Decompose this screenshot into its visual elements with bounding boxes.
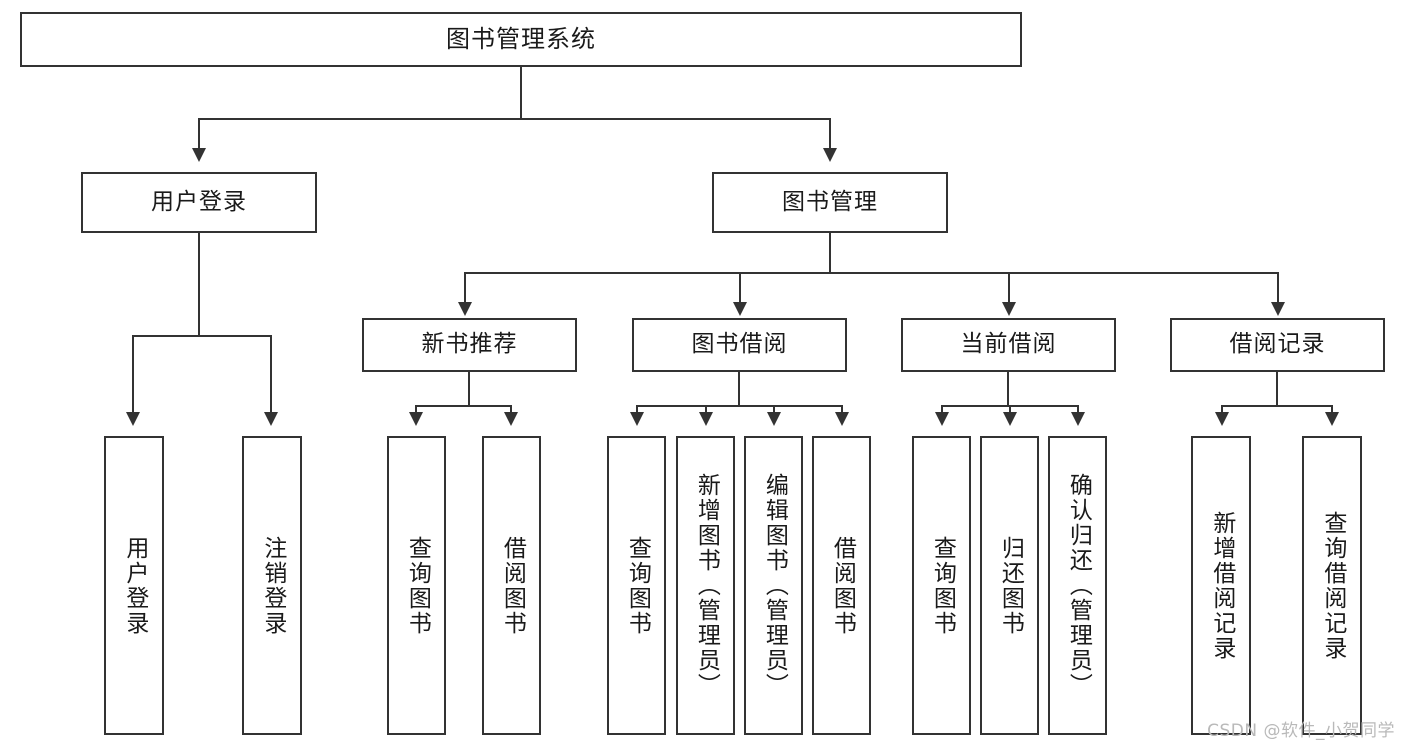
edge-book-borrow-bus (636, 405, 843, 407)
node-label: 图书管理 (782, 188, 878, 215)
node-leaf-user-login[interactable]: 用户登录 (104, 436, 164, 735)
arrow-to-borrow-record (1271, 302, 1285, 316)
edge-new-book-bus (415, 405, 511, 407)
edge-title-to-book-management (829, 118, 831, 150)
node-user-login[interactable]: 用户登录 (81, 172, 317, 233)
arrow-leaf-borrow-book-2 (835, 412, 849, 426)
edge-borrow-record-trunk (1276, 372, 1278, 406)
node-new-book-recommend[interactable]: 新书推荐 (362, 318, 577, 372)
edge-bb-drop-4 (841, 405, 843, 414)
arrow-leaf-query-book-2 (630, 412, 644, 426)
node-current-borrow[interactable]: 当前借阅 (901, 318, 1116, 372)
node-leaf-query-book-2[interactable]: 查询图书 (607, 436, 666, 735)
node-leaf-add-book[interactable]: 新增图书（管理员） (676, 436, 735, 735)
node-label: 查询图书 (404, 535, 431, 636)
edge-new-book-drop-1 (415, 405, 417, 414)
edge-book-borrow-trunk (738, 372, 740, 406)
node-label: 用户登录 (151, 188, 247, 215)
edge-new-book-drop-2 (510, 405, 512, 414)
node-leaf-query-book-1[interactable]: 查询图书 (387, 436, 446, 735)
edge-borrow-record-bus (1221, 405, 1333, 407)
node-borrow-record[interactable]: 借阅记录 (1170, 318, 1385, 372)
node-label: 借阅图书 (499, 535, 526, 636)
node-label: 查询图书 (929, 535, 956, 636)
edge-user-login-drop-1 (132, 335, 134, 414)
node-label: 借阅记录 (1229, 331, 1326, 358)
node-book-borrow[interactable]: 图书借阅 (632, 318, 847, 372)
node-book-management[interactable]: 图书管理 (712, 172, 948, 233)
node-label: 确认归还（管理员） (1065, 473, 1092, 698)
node-label: 归还图书 (997, 535, 1024, 636)
edge-title-to-user-login (198, 118, 200, 150)
node-system-title[interactable]: 图书管理系统 (20, 12, 1022, 67)
arrow-to-book-management (823, 148, 837, 162)
edge-cb-drop-1 (941, 405, 943, 414)
node-label: 编辑图书（管理员） (761, 473, 788, 698)
arrow-leaf-confirm-return (1071, 412, 1085, 426)
edge-title-trunk (520, 67, 522, 119)
edge-current-borrow-trunk (1007, 372, 1009, 406)
edge-book-management-trunk (829, 233, 831, 273)
arrow-to-new-book-recommend (458, 302, 472, 316)
arrow-to-book-borrow (733, 302, 747, 316)
arrow-leaf-user-login (126, 412, 140, 426)
edge-title-bus (198, 118, 831, 120)
arrow-to-current-borrow (1002, 302, 1016, 316)
edge-new-book-trunk (468, 372, 470, 406)
node-label: 查询图书 (624, 535, 651, 636)
edge-user-login-trunk (198, 233, 200, 336)
node-label: 新增图书（管理员） (693, 473, 720, 698)
arrow-leaf-return-book (1003, 412, 1017, 426)
node-label: 借阅图书 (829, 535, 856, 636)
edge-bb-drop-1 (636, 405, 638, 414)
edge-cb-drop-2 (1009, 405, 1011, 414)
edge-cb-drop-3 (1077, 405, 1079, 414)
node-label: 图书管理系统 (446, 25, 596, 54)
csdn-watermark: CSDN @软件_小贺同学 (1207, 721, 1395, 741)
node-leaf-confirm-return[interactable]: 确认归还（管理员） (1048, 436, 1107, 735)
node-leaf-logout-login[interactable]: 注销登录 (242, 436, 302, 735)
arrow-leaf-edit-book (767, 412, 781, 426)
node-label: 注销登录 (259, 535, 286, 636)
node-label: 查询借阅记录 (1319, 510, 1346, 661)
arrow-to-user-login (192, 148, 206, 162)
edge-bm-drop-new-book (464, 272, 466, 304)
node-label: 新增借阅记录 (1208, 510, 1235, 661)
arrow-leaf-query-book-1 (409, 412, 423, 426)
arrow-leaf-logout-login (264, 412, 278, 426)
node-leaf-return-book[interactable]: 归还图书 (980, 436, 1039, 735)
node-leaf-query-book-3[interactable]: 查询图书 (912, 436, 971, 735)
node-leaf-borrow-book-2[interactable]: 借阅图书 (812, 436, 871, 735)
arrow-leaf-add-record (1215, 412, 1229, 426)
node-label: 当前借阅 (960, 331, 1057, 358)
arrow-leaf-query-record (1325, 412, 1339, 426)
edge-user-login-drop-2 (270, 335, 272, 414)
edge-bm-drop-borrow-record (1277, 272, 1279, 304)
node-leaf-add-record[interactable]: 新增借阅记录 (1191, 436, 1251, 735)
edge-bb-drop-3 (773, 405, 775, 414)
node-leaf-borrow-book-1[interactable]: 借阅图书 (482, 436, 541, 735)
node-leaf-edit-book[interactable]: 编辑图书（管理员） (744, 436, 803, 735)
edge-bm-drop-book-borrow (739, 272, 741, 304)
node-label: 用户登录 (121, 535, 148, 636)
arrow-leaf-query-book-3 (935, 412, 949, 426)
node-label: 图书借阅 (691, 331, 788, 358)
edge-book-management-bus (464, 272, 1279, 274)
edge-br-drop-2 (1331, 405, 1333, 414)
node-label: 新书推荐 (421, 331, 518, 358)
edge-bb-drop-2 (705, 405, 707, 414)
arrow-leaf-borrow-book-1 (504, 412, 518, 426)
arrow-leaf-add-book (699, 412, 713, 426)
edge-br-drop-1 (1221, 405, 1223, 414)
edge-user-login-bus (132, 335, 272, 337)
edge-bm-drop-current-borrow (1008, 272, 1010, 304)
node-leaf-query-record[interactable]: 查询借阅记录 (1302, 436, 1362, 735)
